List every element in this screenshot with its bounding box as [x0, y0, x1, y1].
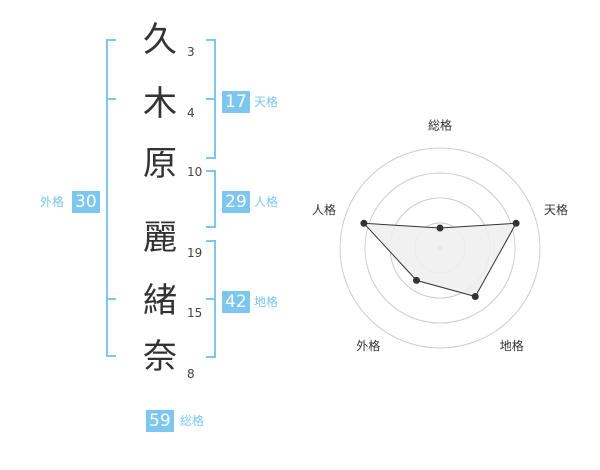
- name-char-5: 緒: [143, 281, 177, 321]
- soukaku-label: 総格: [180, 414, 205, 428]
- radar-axis-label: 天格: [544, 202, 568, 217]
- stroke-count-2: 4: [187, 106, 195, 120]
- name-char-3: 原: [143, 144, 177, 184]
- radar-axis-label: 総格: [428, 118, 452, 133]
- jinkaku-label: 人格: [254, 195, 279, 209]
- gaikaku-bracket: [106, 39, 116, 357]
- radar-point: [471, 293, 479, 301]
- jinkaku-score: 29: [222, 191, 250, 213]
- radar-point: [412, 276, 420, 284]
- soukaku-score: 59: [146, 410, 174, 432]
- name-char-1: 久: [143, 20, 177, 60]
- tenkaku-label: 天格: [254, 95, 279, 109]
- bracket-tick: [206, 98, 216, 100]
- radar-axis-label: 人格: [312, 202, 336, 217]
- radar-point: [512, 219, 520, 227]
- stroke-count-3: 10: [187, 165, 203, 179]
- name-char-4: 麗: [143, 218, 177, 258]
- jinkaku-bracket: [206, 170, 216, 228]
- radar-axis-label: 外格: [356, 338, 380, 353]
- stroke-count-6: 8: [187, 367, 195, 381]
- radar-polygon: [362, 222, 517, 298]
- tenkaku-score: 17: [222, 91, 250, 113]
- name-char-2: 木: [143, 84, 177, 124]
- chikaku-label: 地格: [254, 295, 279, 309]
- chikaku-score: 42: [222, 291, 250, 313]
- stroke-count-4: 19: [187, 246, 203, 260]
- stroke-count-5: 15: [187, 306, 203, 320]
- radar-point: [436, 224, 444, 232]
- radar-axis-label: 地格: [500, 338, 524, 353]
- stroke-count-1: 3: [187, 45, 195, 59]
- radar-ring: [364, 172, 516, 324]
- radar-point: [360, 219, 368, 227]
- bracket-tick: [106, 98, 116, 100]
- bracket-tick: [106, 298, 116, 300]
- gaikaku-score: 30: [72, 191, 100, 213]
- radar-points: [360, 219, 520, 301]
- radar-ring: [339, 147, 541, 349]
- name-char-6: 奈: [143, 337, 177, 377]
- bracket-tick: [206, 298, 216, 300]
- gaikaku-label: 外格: [40, 195, 65, 209]
